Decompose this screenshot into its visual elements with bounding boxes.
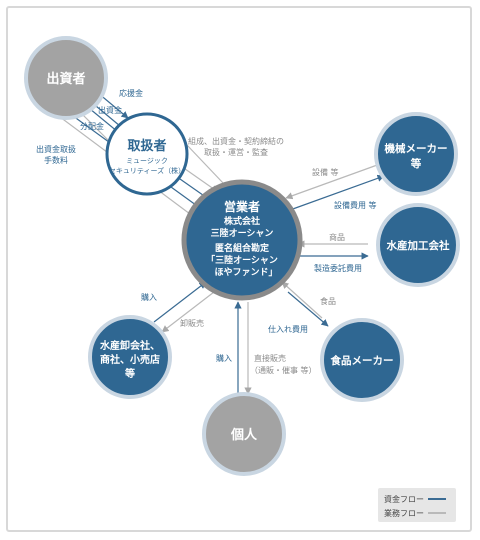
label-manufacturing-fee: 製造委託費用	[314, 263, 362, 273]
label-purchase-bottom: 購入	[216, 353, 232, 363]
label-purchase-cost: 仕入れ費用	[268, 324, 308, 334]
machine-line1: 機械メーカー	[385, 142, 448, 155]
processing-label: 水産加工会社	[386, 239, 450, 252]
label-equipment-cost: 設備費用 等	[334, 200, 377, 210]
label-handling-fee-1: 出資金取扱	[36, 144, 76, 154]
investors-node: 出資者	[24, 36, 108, 120]
wholesale-node: 水産卸会社、 商社、小売店 等	[88, 315, 172, 399]
operator-processing-lines	[297, 240, 369, 260]
investors-label: 出資者	[46, 71, 85, 87]
legend-business-flow-label: 業務フロー	[384, 508, 424, 518]
operator-node: 営業者 株式会社 三陸オーシャン 匿名組合勘定 「三陸オーシャン ほやファンド」	[181, 179, 303, 301]
label-wholesale-sale: 卸販売	[180, 318, 204, 328]
wholesale-line3: 等	[125, 367, 135, 380]
operator-line3: 匿名組合勘定	[215, 242, 270, 254]
processing-company-node: 水産加工会社	[376, 203, 460, 287]
legend-fund-flow-label: 資金フロー	[384, 494, 424, 504]
handler-sub: ミュージック	[126, 157, 168, 165]
legend: 資金フロー 業務フロー	[378, 488, 456, 522]
machine-maker-node: 機械メーカー 等	[374, 112, 458, 196]
legend-fund-flow: 資金フロー	[384, 493, 446, 505]
wholesale-line2: 商社、小売店	[100, 353, 160, 366]
operator-individual-lines	[234, 301, 252, 395]
label-investment: 出資金	[98, 105, 122, 115]
operator-line2: 三陸オーシャン	[211, 227, 274, 239]
operator-line5: ほやファンド」	[214, 267, 277, 278]
label-support: 応援金	[119, 88, 143, 98]
label-direct-2: （通販・催事 等）	[250, 365, 317, 375]
legend-fund-flow-swatch	[428, 498, 446, 500]
machine-line2: 等	[410, 157, 422, 170]
label-purchase-left: 購入	[141, 292, 157, 302]
operator-title: 営業者	[224, 199, 260, 214]
legend-business-flow-swatch	[428, 512, 446, 514]
label-equipment: 設備 等	[312, 167, 339, 177]
handler-sub2: セキュリティーズ（株）	[109, 166, 185, 175]
label-food-goods: 食品	[320, 296, 336, 306]
label-org-1: 組成、出資金・契約締結の	[188, 136, 284, 146]
label-goods: 商品	[329, 232, 345, 242]
food-label: 食品メーカー	[330, 354, 394, 367]
handler-title: 取扱者	[127, 138, 166, 154]
food-maker-node: 食品メーカー	[320, 318, 404, 402]
operator-food-lines	[281, 281, 329, 327]
label-direct-1: 直接販売	[254, 353, 286, 363]
label-distribution: 分配金	[80, 121, 104, 131]
legend-business-flow: 業務フロー	[384, 507, 446, 519]
wholesale-line1: 水産卸会社、	[99, 339, 160, 352]
operator-line1: 株式会社	[224, 215, 260, 227]
label-handling-fee-2: 手数料	[44, 155, 68, 165]
label-org-2: 取扱・運営・監査	[204, 147, 268, 157]
individual-label: 個人	[230, 427, 258, 443]
individual-node: 個人	[202, 392, 286, 476]
operator-machine-lines	[285, 163, 385, 211]
operator-line4: 「三陸オーシャン	[206, 254, 278, 266]
handler-node: 取扱者 ミュージック セキュリティーズ（株）	[105, 112, 189, 196]
operator-wholesale-lines	[153, 281, 215, 333]
